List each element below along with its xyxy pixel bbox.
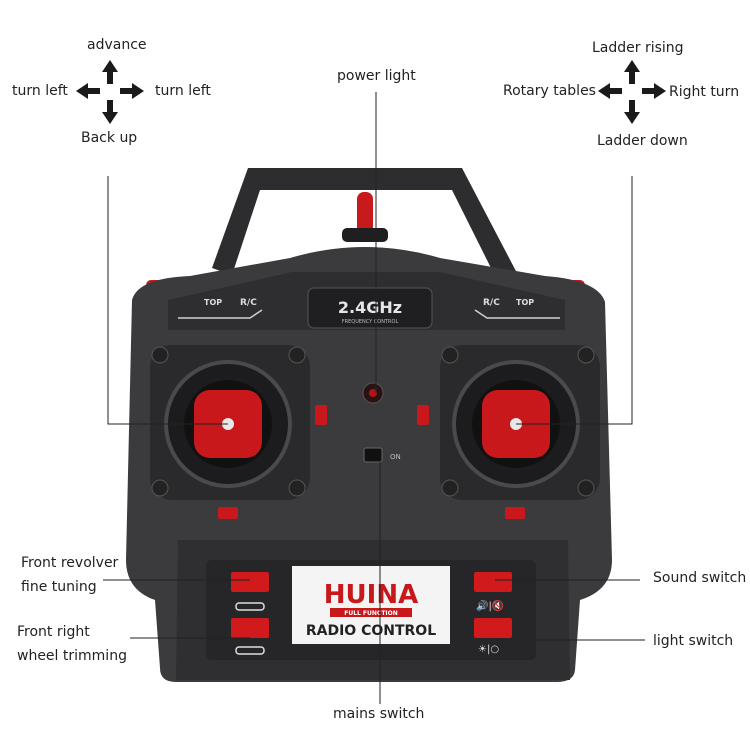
right-horizontal-trim (505, 507, 525, 519)
power-light-label: power light (337, 68, 416, 84)
right-up-label: Ladder rising (592, 40, 684, 56)
arrow-down-icon (102, 100, 118, 124)
brand-sublabel: FULL FUNCTION (344, 610, 398, 617)
mode-top-left: TOP (204, 298, 222, 307)
left-horizontal-trim (218, 507, 238, 519)
sound-switch-button (474, 572, 512, 592)
arrow-down-icon (624, 100, 640, 124)
right-vertical-trim (417, 405, 429, 425)
brand-logo: HUINA (324, 580, 418, 610)
right-direction-arrows (598, 60, 666, 124)
arrow-right-icon (642, 83, 666, 99)
frequency-badge (307, 287, 433, 329)
mode-rc-right: R/C (483, 298, 500, 308)
arrow-up-icon (624, 60, 640, 84)
brand-panel (292, 566, 450, 644)
left-direction-arrows (76, 60, 144, 124)
arrow-up-icon (102, 60, 118, 84)
mode-top-right: TOP (516, 298, 534, 307)
left-right-label: turn left (155, 83, 211, 99)
right-down-label: Ladder down (597, 133, 688, 149)
mains-switch-label: mains switch (333, 706, 425, 722)
antenna (357, 192, 373, 234)
right-right-label: Right turn (669, 84, 740, 100)
front-revolver-label-line2: fine tuning (21, 579, 97, 595)
frequency-sublabel: FREQUENCY CONTROL (342, 319, 399, 325)
radio-control-label: RADIO CONTROL (306, 623, 436, 639)
arrow-left-icon (76, 83, 100, 99)
light-switch-button (474, 618, 512, 638)
front-right-wheel-trim-button (231, 618, 269, 638)
left-vertical-trim (315, 405, 327, 425)
right-left-label: Rotary tables (503, 83, 596, 99)
mains-switch (363, 447, 383, 463)
left-down-label: Back up (81, 130, 138, 146)
speaker-icon: 🔊|🔇 (476, 599, 504, 612)
callout-lines (103, 92, 645, 704)
light-switch-label: light switch (653, 633, 734, 649)
mode-rc-left: R/C (240, 298, 257, 308)
arrow-left-icon (598, 83, 622, 99)
front-revolver-label-line1: Front revolver (21, 555, 119, 571)
arrow-right-icon (120, 83, 144, 99)
front-revolver-trim-button (231, 572, 269, 592)
switch-on-label: ON (390, 453, 401, 461)
left-left-label: turn left (12, 83, 68, 99)
left-up-label: advance (87, 37, 147, 53)
front-right-label-line1: Front right (17, 624, 90, 640)
frequency-label: 2.4GHz (338, 298, 402, 317)
front-right-label-line2: wheel trimming (17, 648, 127, 664)
sound-switch-label: Sound switch (653, 570, 747, 586)
bulb-icon: ☀|○ (478, 644, 499, 655)
